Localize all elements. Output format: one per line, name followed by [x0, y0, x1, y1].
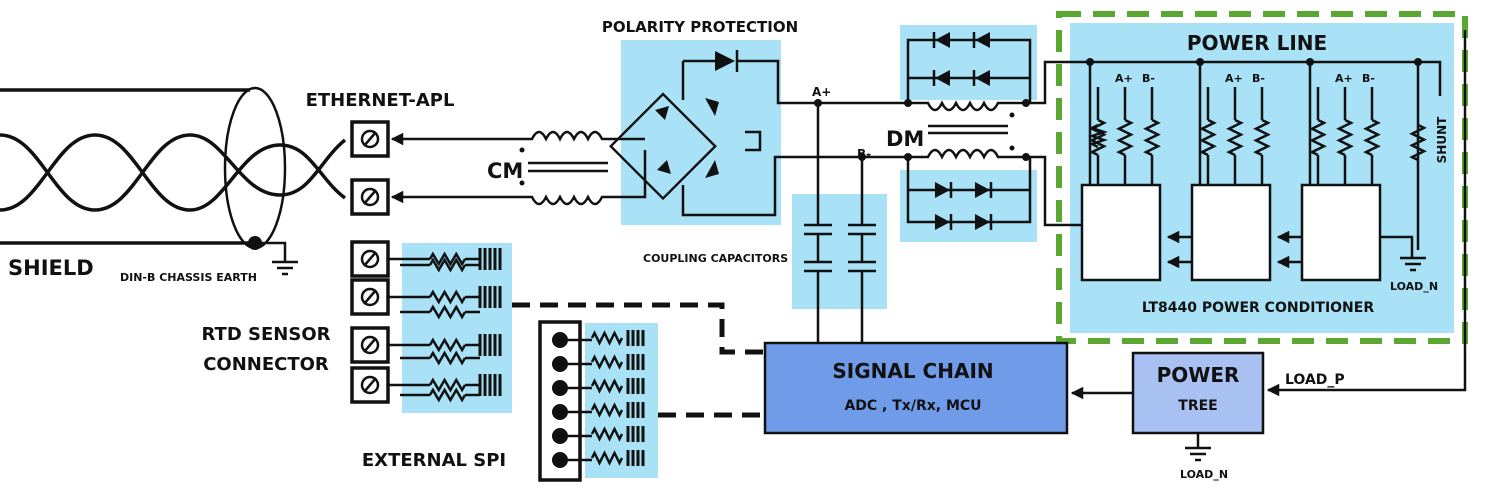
coupling-capacitors-label: COUPLING CAPACITORS — [643, 252, 788, 265]
dm-diodes-top-zone — [900, 25, 1037, 100]
coupling-capacitors-zone — [792, 194, 887, 309]
apl-terminal-top — [350, 120, 390, 158]
spi-filter-channel — [568, 378, 645, 394]
rtd-filter-resistor — [428, 289, 467, 305]
shunt-resistor — [1409, 123, 1427, 162]
power-line-label: POWER LINE — [1187, 31, 1327, 55]
spi-filter-channel — [568, 354, 645, 370]
signal-chain-block — [763, 341, 1069, 435]
rtd-label-line1: RTD SENSOR — [202, 324, 331, 345]
signal-chain-sub-label: ADC , Tx/Rx, MCU — [844, 398, 981, 414]
common-mode-choke — [519, 130, 625, 206]
rtd-label-line2: CONNECTOR — [203, 354, 329, 375]
resistor-bank — [1089, 87, 1427, 185]
resistor — [1363, 118, 1381, 157]
tree-label: TREE — [1178, 398, 1217, 414]
a-plus-label-2: A+ — [1225, 72, 1243, 85]
resistor — [1089, 118, 1107, 157]
rtd-filter-resistor — [428, 257, 467, 273]
rtd-sensor-connector — [350, 240, 502, 404]
lt8440-chip-3 — [1300, 183, 1382, 282]
rtd-filter-resistor — [428, 387, 467, 403]
power-label: POWER — [1157, 363, 1240, 387]
resistor — [1116, 118, 1134, 157]
polarity-protection-label: POLARITY PROTECTION — [602, 18, 798, 36]
b-minus-label-3: B- — [1362, 72, 1375, 85]
rtd-filter-resistor — [428, 377, 467, 393]
dm-label: DM — [886, 127, 924, 151]
chassis-earth-label: DIN-B CHASSIS EARTH — [120, 271, 257, 284]
shunt-label: SHUNT — [1435, 116, 1449, 163]
spi-filter-channel — [568, 426, 645, 442]
shield-label: SHIELD — [8, 256, 94, 280]
a-plus-label-3: A+ — [1335, 72, 1353, 85]
apl-terminal-bottom — [350, 178, 390, 216]
ethernet-apl-label: ETHERNET-APL — [306, 90, 455, 111]
spi-filter-channel — [568, 450, 645, 466]
external-spi-label: EXTERNAL SPI — [362, 450, 506, 471]
rtd-filter-resistor — [428, 337, 467, 353]
load-n-label-1: LOAD_N — [1390, 280, 1438, 293]
resistor — [1253, 118, 1271, 157]
rtd-terminal — [350, 326, 502, 364]
spi-filter-network — [568, 330, 645, 466]
chip-interconnects — [1166, 230, 1414, 269]
power-conditioner-dashed-border — [1056, 11, 1468, 344]
spi-filter-zone — [585, 323, 658, 478]
polarity-bridge-rectifier — [609, 50, 905, 217]
load-n-label-2: LOAD_N — [1180, 468, 1228, 481]
external-spi-connector — [538, 320, 582, 482]
chassis-earth-ground-icon — [255, 241, 298, 276]
dm-diodes-bottom-zone — [900, 170, 1037, 242]
rtd-terminal — [350, 366, 502, 404]
b-minus-label-1: B- — [1142, 72, 1155, 85]
load-n-ground-icon-1 — [1400, 256, 1426, 272]
dm-tvs-diodes-bottom — [906, 157, 1032, 230]
rtd-filter-resistor — [428, 251, 467, 267]
resistor — [1199, 118, 1217, 157]
lt8440-chip-1 — [1080, 183, 1162, 282]
coupling-capacitors — [804, 103, 876, 345]
lt8440-chip-2 — [1190, 183, 1272, 282]
rtd-filter-resistor — [428, 350, 467, 366]
spi-filter-channel — [568, 402, 645, 418]
spi-filter-channel — [568, 330, 645, 346]
rtd-to-signal-chain-link — [512, 302, 765, 355]
power-line-rail — [1086, 58, 1422, 250]
differential-mode-choke — [904, 60, 1442, 227]
resistor — [1309, 118, 1327, 157]
dm-tvs-diodes-top — [906, 32, 1032, 103]
rtd-terminal — [350, 240, 502, 278]
a-plus-label: A+ — [812, 85, 831, 99]
a-plus-label-1: A+ — [1115, 72, 1133, 85]
resistor — [1226, 118, 1244, 157]
rtd-filter-resistor — [428, 304, 467, 320]
lt8440-label: LT8440 POWER CONDITIONER — [1142, 300, 1374, 316]
b-minus-label-2: B- — [1252, 72, 1265, 85]
load-p-label: LOAD_P — [1285, 372, 1345, 388]
load-n-ground-icon-2 — [1185, 433, 1211, 462]
twisted-pair-cable — [0, 86, 347, 250]
resistor — [1336, 118, 1354, 157]
resistor — [1143, 118, 1161, 157]
rtd-terminal — [350, 278, 502, 316]
cm-label: CM — [487, 159, 523, 183]
signal-chain-label: SIGNAL CHAIN — [832, 359, 993, 383]
